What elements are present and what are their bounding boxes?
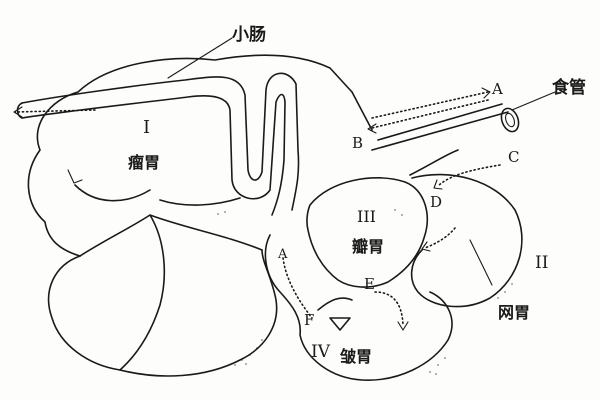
marker-a-top: A [491,80,503,98]
flow-a-upper [371,91,489,119]
marker-c: C [508,148,519,166]
flow-b-lower [371,99,489,129]
small-intestine-label: 小肠 [232,25,266,45]
flow-f-valve [329,317,351,331]
esophagus-leader [511,91,556,111]
marker-e: E [364,275,375,293]
flow-c-head [433,179,443,190]
omasum-numeral: III [357,207,376,226]
rumen-notch [67,169,83,184]
rumen-upper-sac [74,184,241,206]
marker-f: F [304,311,314,329]
esophagus-opening-inner [504,112,516,128]
esophagus-cardia [351,91,459,176]
rumen-lower-sac [47,249,278,377]
abomasum-outline [264,234,453,381]
small-intestine-leader [167,37,233,79]
flow-out-intestine [14,109,96,113]
marker-a-inner: A [277,247,288,262]
flow-e [374,291,404,326]
abomasum-label: 皱胃 [339,347,372,366]
flow-out-intestine-head [13,106,23,118]
stipple-shading [217,209,513,375]
small-intestine-end [16,102,23,119]
rumen-label: 瘤胃 [128,153,160,172]
omasum-outline [306,177,428,288]
reticulum-inner-line [469,239,493,286]
reticulum-numeral: II [535,253,548,273]
flow-c [437,164,501,187]
esophagus-label: 食管 [552,77,586,98]
rumen-mid-divide [79,214,263,371]
flow-e-head [397,321,409,331]
small-intestine-outline [21,72,300,216]
flow-d [424,227,456,249]
flow-d-head [421,241,431,252]
reticulum-label: 网胃 [498,303,530,322]
marker-b: B [352,134,363,152]
flow-a-inner [282,257,313,319]
rumen-outline [27,54,353,257]
flow-b-lower-head [367,123,377,134]
abomasum-numeral: IV [311,342,331,362]
omasum-label: 瓣胃 [352,237,384,256]
reticulum-outline [410,173,523,308]
flow-a-upper-head [481,87,491,99]
rumen-numeral: I [143,117,150,138]
marker-d: D [430,193,442,211]
esophagus-opening [500,107,520,133]
abomasum-fold [317,297,353,311]
esophagus-outline [371,103,509,151]
